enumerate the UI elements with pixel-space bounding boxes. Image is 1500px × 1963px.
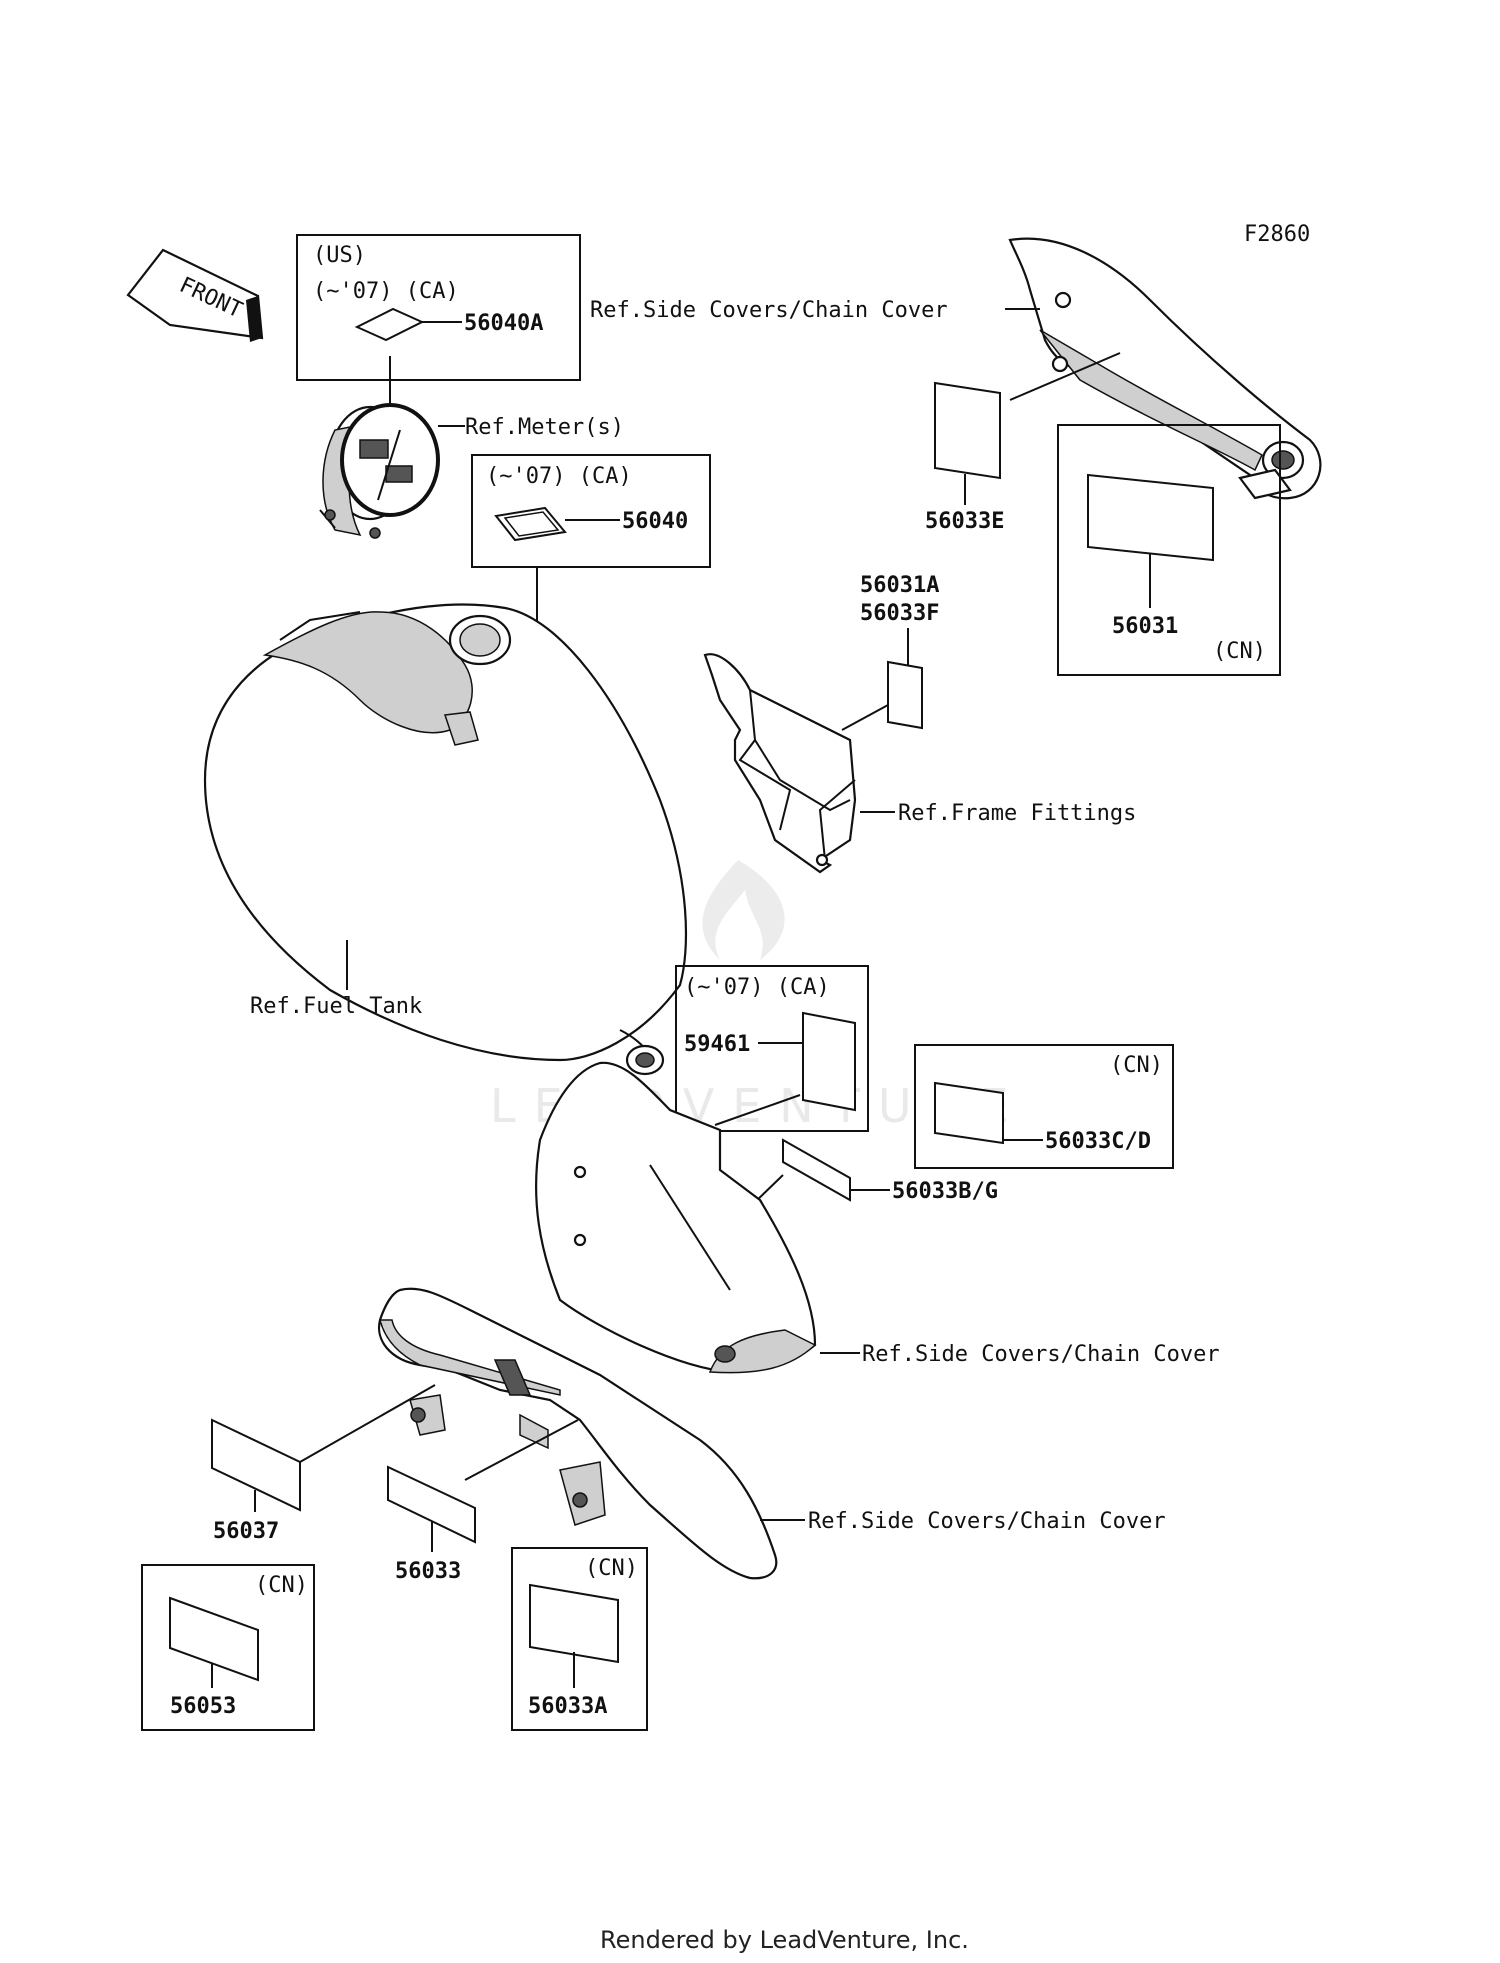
box-us-region: (US) — [313, 243, 366, 268]
side-cover-top: Ref.Side Covers/Chain Cover — [590, 237, 1322, 500]
box-cn-56031: 56031 (CN) — [1057, 424, 1281, 676]
fuel-tank: Ref.Fuel Tank — [203, 603, 688, 1076]
decal-56033bg: 56033B/G — [751, 1138, 998, 1206]
part-56033bg: 56033B/G — [892, 1179, 998, 1204]
footer-credit: Rendered by LeadVenture, Inc. — [600, 1926, 969, 1954]
diagram-code: F2860 — [1244, 222, 1310, 247]
box-cn-56053: (CN) 56053 — [141, 1564, 315, 1731]
ref-side-covers-bottom: Ref.Side Covers/Chain Cover — [808, 1509, 1166, 1534]
box-cn-56033cd: (CN) 56033C/D — [914, 1044, 1174, 1169]
part-56033cd: 56033C/D — [1045, 1129, 1151, 1154]
ref-frame-fittings: Ref.Frame Fittings — [898, 801, 1136, 826]
frame-fitting: Ref.Frame Fittings — [703, 653, 1136, 874]
cn-tag-56031: (CN) — [1213, 639, 1266, 664]
box-cn-56033a: (CN) 56033A — [511, 1547, 648, 1731]
part-56040: 56040 — [622, 509, 688, 534]
part-59461: 59461 — [684, 1032, 750, 1057]
chain-cover-bottom: Ref.Side Covers/Chain Cover — [299, 1287, 1166, 1580]
side-cover-mid: Ref.Side Covers/Chain Cover — [535, 1061, 1220, 1374]
part-56031a: 56031A — [860, 573, 939, 598]
ref-side-covers-top: Ref.Side Covers/Chain Cover — [590, 298, 948, 323]
decal-56037: 56037 — [211, 1418, 301, 1544]
cn-tag-56033cd: (CN) — [1110, 1053, 1163, 1078]
box-us-ca-56040a: (US) (~'07) (CA) 56040A — [296, 234, 581, 480]
ref-side-covers-mid: Ref.Side Covers/Chain Cover — [862, 1342, 1220, 1367]
ref-meter: Ref.Meter(s) — [465, 415, 624, 440]
decal-56031a-56033f: 56031A 56033F — [841, 573, 939, 731]
part-56053: 56053 — [170, 1694, 236, 1719]
part-56040a: 56040A — [464, 311, 543, 336]
cn-tag-56033a: (CN) — [585, 1556, 638, 1581]
part-56037: 56037 — [213, 1519, 279, 1544]
part-56031: 56031 — [1112, 614, 1178, 639]
part-56033f: 56033F — [860, 601, 939, 626]
cn-tag-56053: (CN) — [255, 1573, 308, 1598]
box-ca-59461-region: (~'07) (CA) — [684, 975, 830, 1000]
decal-56033e: 56033E — [925, 381, 1004, 534]
part-56033: 56033 — [395, 1559, 461, 1584]
decal-56033: 56033 — [387, 1465, 476, 1584]
box-ca-59461: (~'07) (CA) 59461 — [675, 965, 869, 1132]
meter-assembly: Ref.Meter(s) — [319, 403, 624, 539]
box-ca-56040-region: (~'07) (CA) — [486, 464, 632, 489]
part-56033a: 56033A — [528, 1694, 607, 1719]
box-us-ca-region: (~'07) (CA) — [313, 279, 459, 304]
front-arrow: FRONT — [126, 248, 264, 342]
part-56033e: 56033E — [925, 509, 1004, 534]
ref-fuel-tank: Ref.Fuel Tank — [250, 994, 422, 1019]
box-ca-56040: (~'07) (CA) 56040 — [471, 454, 711, 690]
